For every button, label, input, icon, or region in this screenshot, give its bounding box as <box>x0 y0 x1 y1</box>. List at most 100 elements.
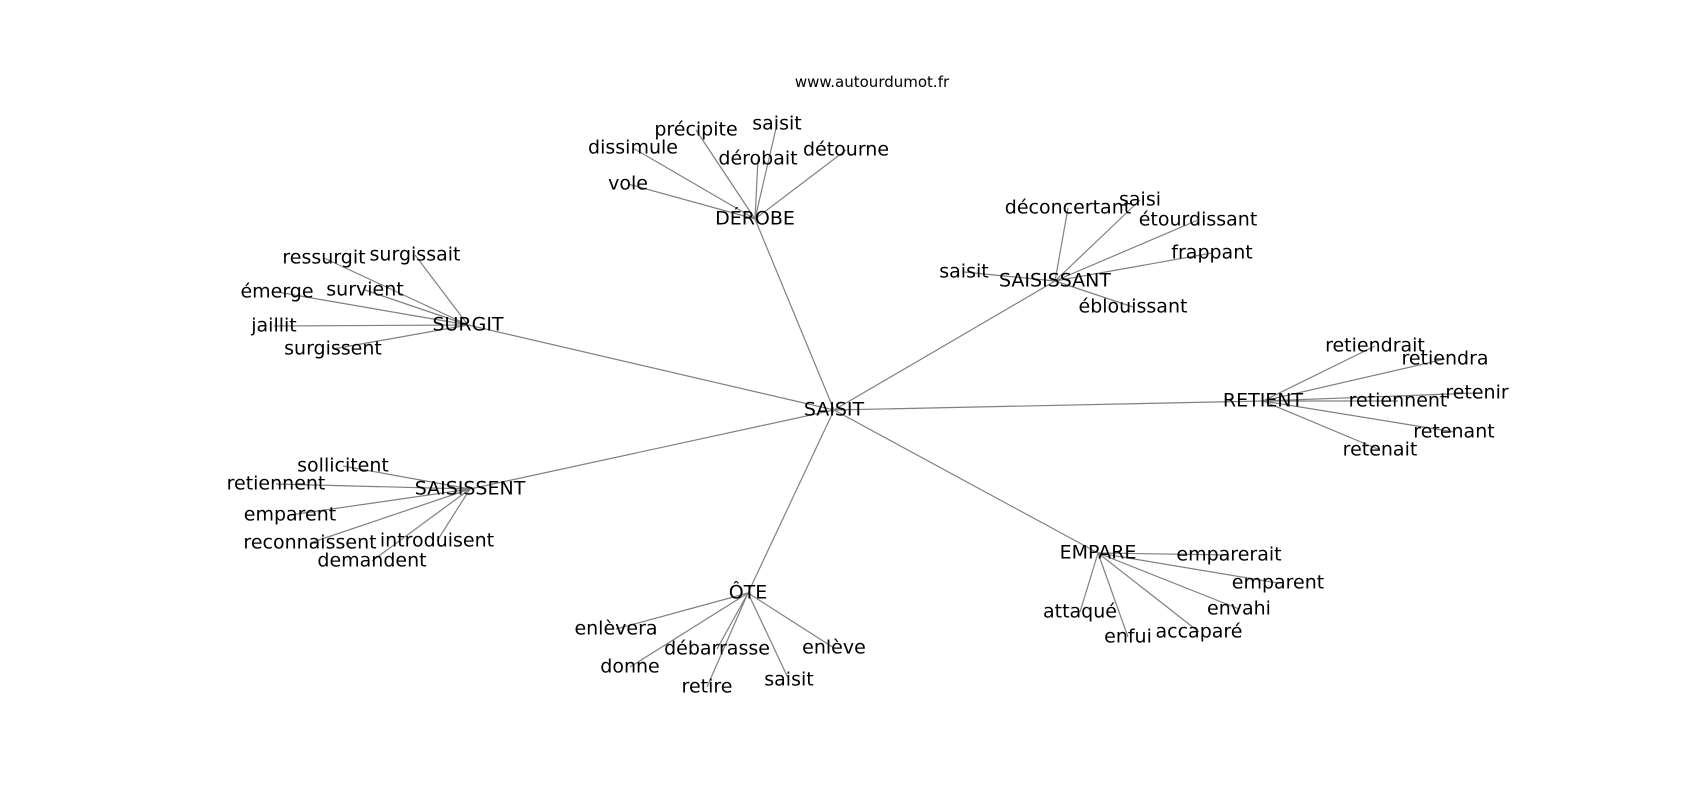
edge-hub-to-leaf <box>754 149 847 220</box>
leaf-node-label: survient <box>326 279 403 301</box>
leaf-node-label: emparent <box>1232 572 1324 594</box>
hub-node-label: ÔTE <box>729 580 768 604</box>
edge-hub-to-leaf <box>627 183 756 220</box>
edge-hub-to-leaf <box>1054 252 1213 282</box>
leaf-node-label: éblouissant <box>1079 296 1188 318</box>
hub-node-label: DÉROBE <box>715 207 795 230</box>
edge-hub-to-leaf <box>276 291 469 326</box>
leaf-node-label: débarrasse <box>664 638 770 660</box>
leaf-node-label: donne <box>600 656 659 678</box>
leaf-node-label: étourdissant <box>1139 209 1258 231</box>
edge-root-to-hub <box>747 409 835 594</box>
leaf-node-label: accaparé <box>1156 621 1243 643</box>
edge-root-to-hub <box>754 218 835 411</box>
leaf-node-label: retire <box>682 676 733 698</box>
leaf-node-label: déconcertant <box>1005 197 1131 219</box>
leaf-node-label: dissimule <box>588 137 678 159</box>
edge-hub-to-leaf <box>436 488 471 542</box>
leaf-node-label: retiendrait <box>1325 335 1425 357</box>
leaf-node-label: retiennent <box>227 473 326 495</box>
edge-hub-to-leaf <box>309 488 471 544</box>
edge-hub-to-leaf <box>1054 219 1199 282</box>
edge-root-to-hub <box>833 280 1056 411</box>
edge-hub-to-leaf <box>1097 552 1200 633</box>
edge-hub-to-leaf <box>371 488 471 562</box>
edge-hub-to-leaf <box>1097 552 1279 584</box>
edge-hub-to-leaf <box>1262 358 1446 402</box>
leaf-node-label: saisit <box>752 113 801 135</box>
edge-hub-to-leaf <box>754 158 759 220</box>
leaf-node-label: retenir <box>1445 382 1509 404</box>
edge-hub-to-leaf <box>273 324 469 327</box>
edge-hub-to-leaf <box>632 147 756 220</box>
edge-hub-to-leaf <box>1262 400 1381 451</box>
edge-hub-to-leaf <box>695 129 756 220</box>
edge-hub-to-leaf <box>1262 392 1478 402</box>
hub-node-label: SAISISSENT <box>415 478 526 500</box>
edge-hub-to-leaf <box>963 271 1056 282</box>
leaf-node-label: surgissent <box>284 338 382 360</box>
hub-node-label: RETIENT <box>1223 390 1304 412</box>
leaf-node-label: saisit <box>939 261 988 283</box>
edge-hub-to-leaf <box>754 123 778 220</box>
edge-hub-to-leaf <box>747 592 835 649</box>
edge-hub-to-leaf <box>1262 400 1455 433</box>
edges <box>273 123 1478 688</box>
edge-hub-to-leaf <box>629 592 749 668</box>
edge-hub-to-leaf <box>1079 552 1099 613</box>
edge-hub-to-leaf <box>275 483 471 490</box>
leaf-node-label: ressurgit <box>282 247 365 269</box>
edge-hub-to-leaf <box>716 592 749 650</box>
hub-node-label: SAISISSANT <box>999 270 1111 292</box>
leaf-node-label: enlève <box>802 637 866 659</box>
leaf-node-label: jaillit <box>250 315 297 337</box>
leaf-node-label: retenant <box>1413 421 1494 443</box>
edge-hub-to-leaf <box>1262 345 1376 402</box>
edge-hub-to-leaf <box>1054 207 1069 282</box>
leaf-node-label: retiennent <box>1349 390 1448 412</box>
edge-root-to-hub <box>467 324 835 411</box>
leaf-node-label: envahi <box>1207 598 1271 620</box>
leaf-node-label: enfui <box>1104 626 1152 648</box>
edge-root-to-hub <box>833 400 1264 411</box>
edge-hub-to-leaf <box>332 324 469 350</box>
edge-hub-to-leaf <box>414 254 469 326</box>
leaf-node-label: enlèvera <box>574 618 657 640</box>
leaf-node-label: vole <box>608 173 648 195</box>
leaf-node-label: retiendra <box>1401 348 1488 370</box>
edge-hub-to-leaf <box>289 488 471 516</box>
leaf-node-label: sollicitent <box>297 455 389 477</box>
edge-hub-to-leaf <box>706 592 749 688</box>
hub-node-label: EMPARE <box>1060 542 1137 564</box>
leaf-node-label: saisit <box>764 669 813 691</box>
leaf-node-label: frappant <box>1171 242 1252 264</box>
edge-hub-to-leaf <box>615 592 749 630</box>
leaf-node-label: détourne <box>803 139 889 161</box>
edge-hub-to-leaf <box>1054 280 1134 308</box>
edge-hub-to-leaf <box>342 465 471 490</box>
edge-hub-to-leaf <box>364 289 469 326</box>
edge-hub-to-leaf <box>323 257 469 326</box>
leaf-node-label: introduisent <box>380 530 494 552</box>
edge-hub-to-leaf <box>1097 552 1240 610</box>
edge-hub-to-leaf <box>1054 199 1141 282</box>
leaf-node-label: emparent <box>244 504 336 526</box>
labels: SAISIT DÉROBE précipite saisit dissimule déro… <box>227 113 1509 698</box>
root-node-label: SAISIT <box>804 399 865 421</box>
leaf-node-label: émerge <box>240 281 313 303</box>
leaf-node-label: précipite <box>654 119 737 141</box>
edge-hub-to-leaf <box>747 592 790 681</box>
hub-node-label: SURGIT <box>432 314 503 336</box>
leaf-node-label: emparerait <box>1176 544 1281 566</box>
leaf-node-label: surgissait <box>370 244 461 266</box>
leaf-node-label: saisi <box>1119 189 1161 211</box>
leaf-node-label: reconnaissent <box>243 532 376 554</box>
source-label: www.autourdumot.fr <box>795 73 950 91</box>
leaf-node-label: attaqué <box>1043 601 1117 623</box>
leaf-node-label: demandent <box>317 550 426 572</box>
edge-root-to-hub <box>469 409 835 490</box>
leaf-node-label: dérobait <box>718 148 797 170</box>
leaf-node-label: retenait <box>1343 439 1418 461</box>
